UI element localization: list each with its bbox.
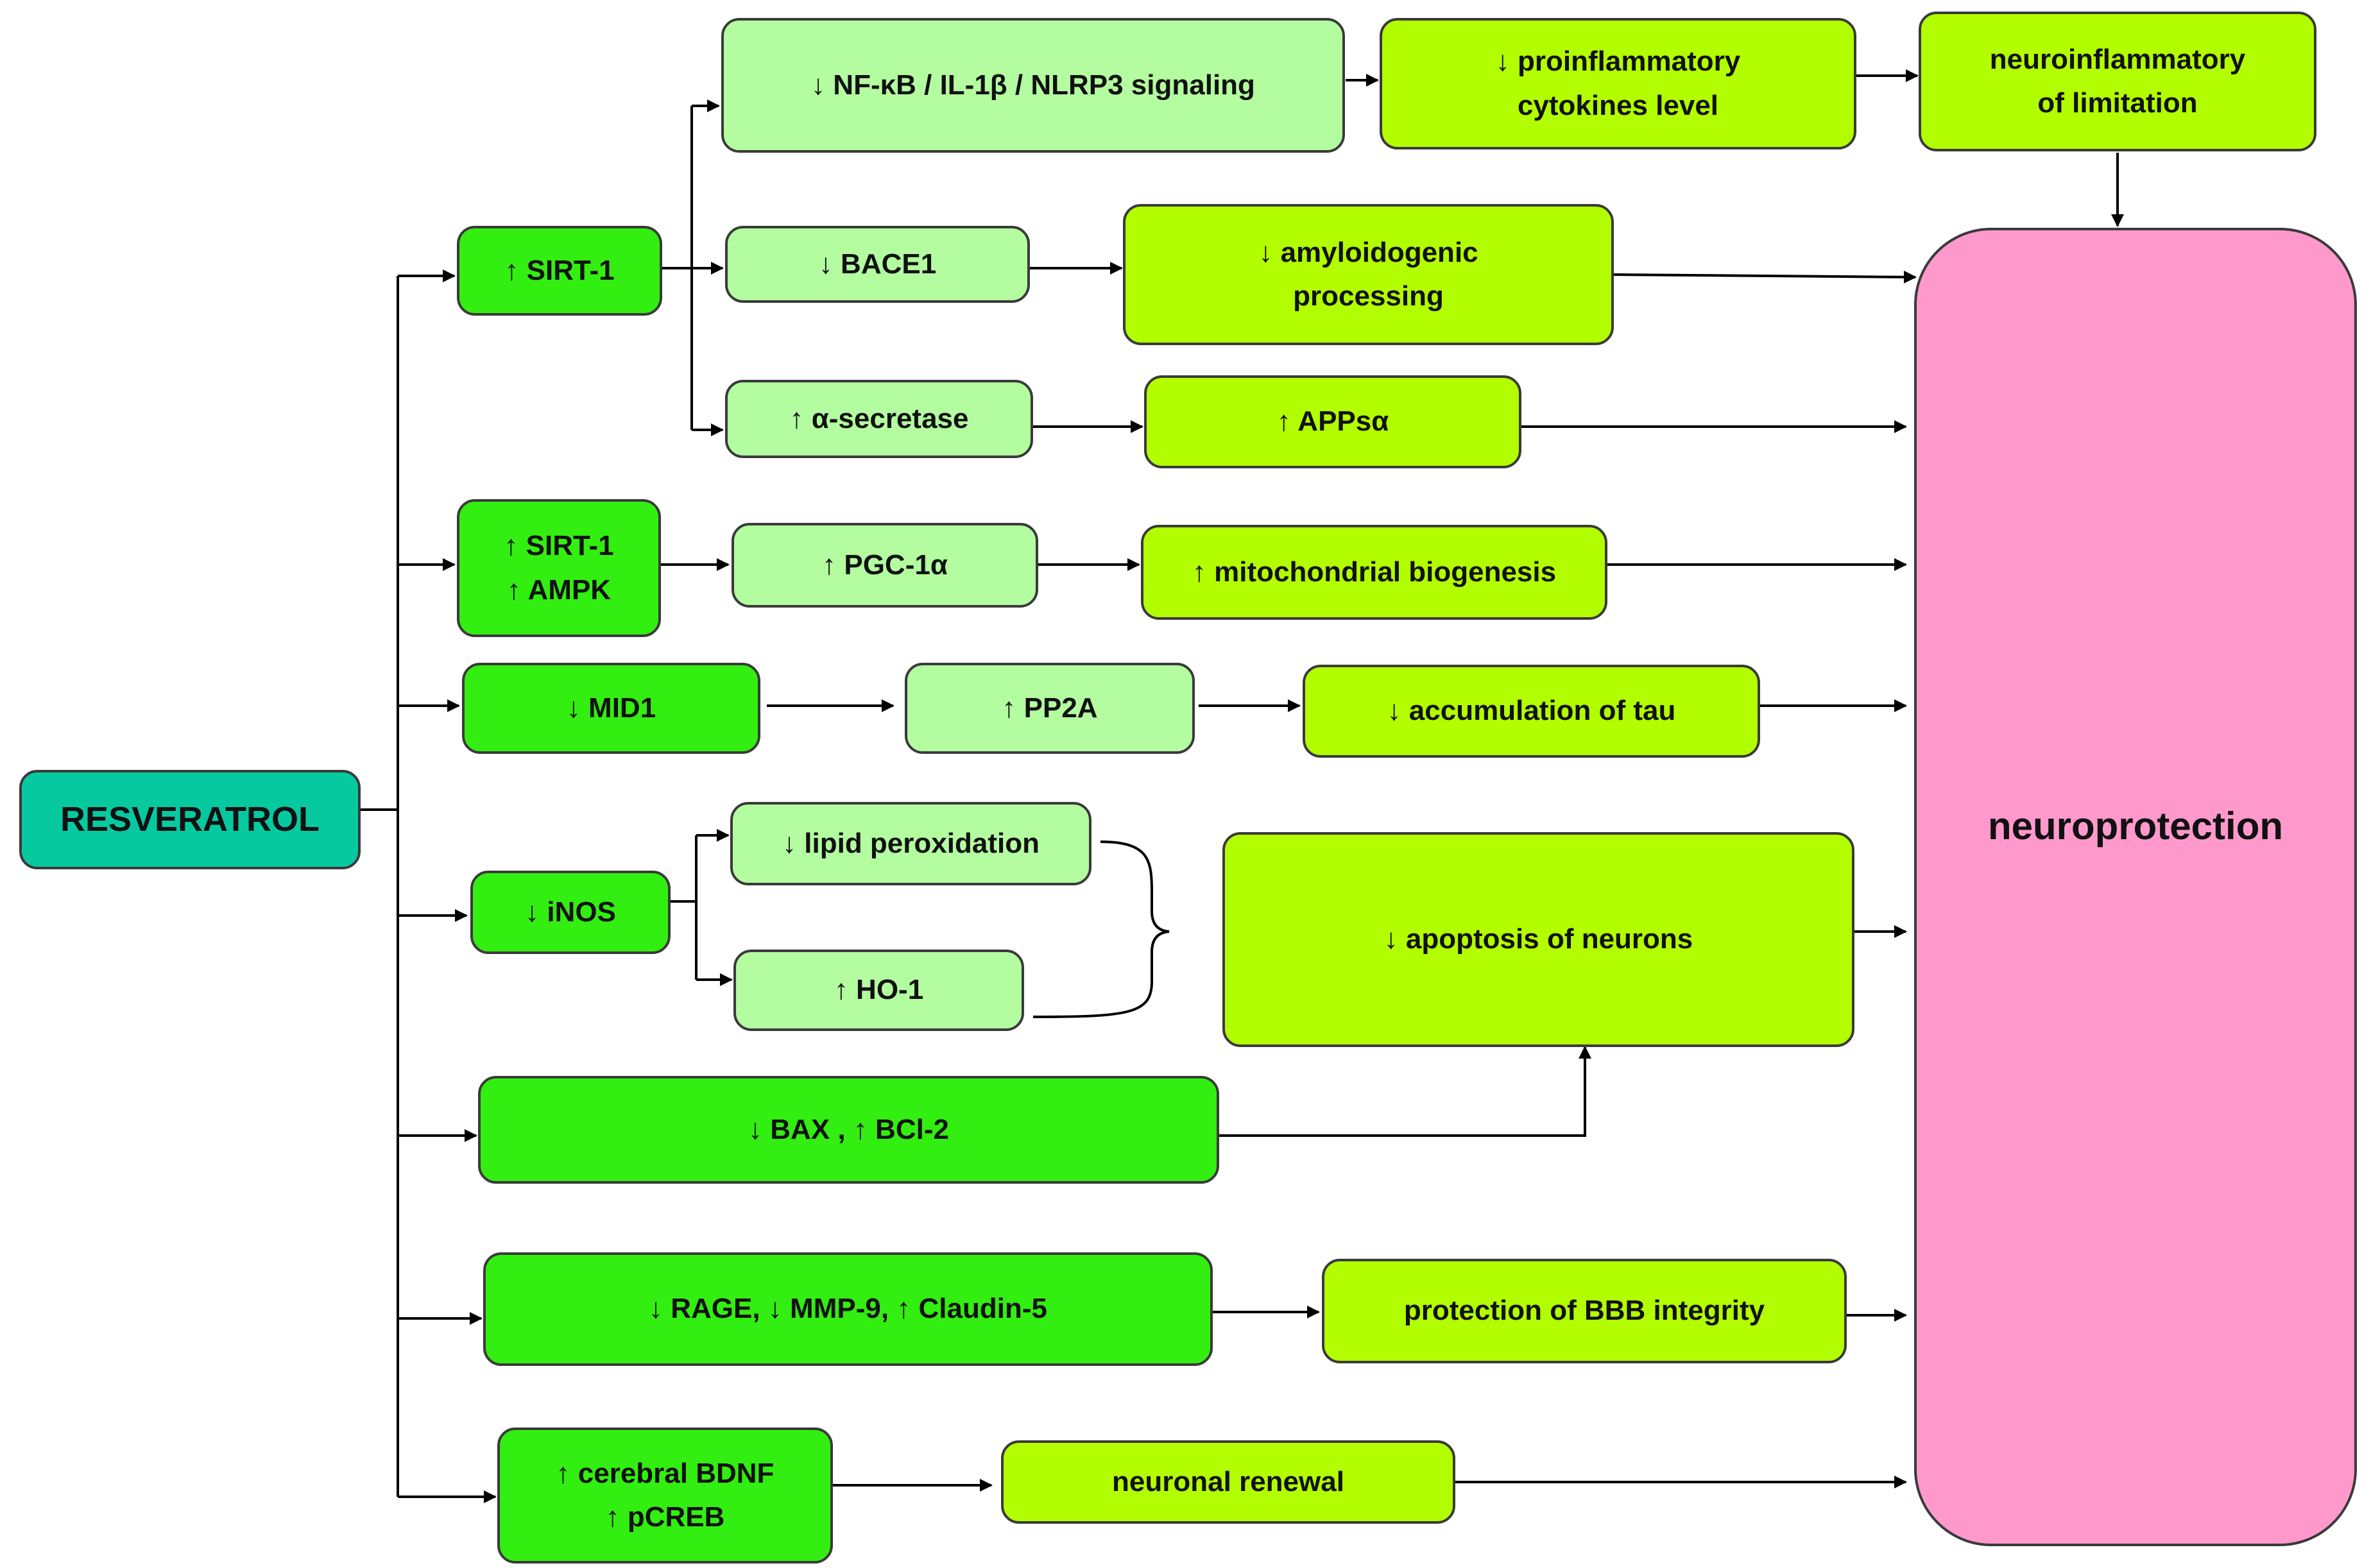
appsa-node: ↑ APPsα xyxy=(1144,375,1521,468)
sirt1-ampk-label-line1: ↑ SIRT-1 xyxy=(504,530,614,562)
neuroinflammatory-node: neuroinflammatory of limitation xyxy=(1919,12,2316,151)
sirt1-ampk-label-line2: ↑ AMPK xyxy=(506,574,612,606)
pgc1a-label: ↑ PGC-1α xyxy=(822,549,948,581)
cytokines-label-line1: ↓ proinflammatory xyxy=(1495,46,1741,78)
bdnf-label-line1: ↑ cerebral BDNF xyxy=(556,1457,775,1489)
ho1-node: ↑ HO-1 xyxy=(733,950,1024,1031)
alpha-secretase-node: ↑ α-secretase xyxy=(725,380,1033,458)
sirt1-label: ↑ SIRT-1 xyxy=(504,254,615,286)
bace1-node: ↓ BACE1 xyxy=(725,226,1030,303)
neuroprotection-node: neuroprotection xyxy=(1914,228,2357,1546)
tau-label: ↓ accumulation of tau xyxy=(1387,695,1676,727)
arrow-amyloid-to-neuroprotection xyxy=(1613,270,1917,284)
appsa-label: ↑ APPsα xyxy=(1276,405,1389,438)
apoptosis-node: ↓ apoptosis of neurons xyxy=(1222,832,1854,1047)
amyloidogenic-label-line1: ↓ amyloidogenic xyxy=(1258,236,1478,268)
inos-node: ↓ iNOS xyxy=(470,871,671,954)
bdnf-label-line2: ↑ pCREB xyxy=(605,1501,725,1533)
sirt1-ampk-node: ↑ SIRT-1 ↑ AMPK xyxy=(457,499,661,637)
tau-node: ↓ accumulation of tau xyxy=(1303,665,1760,758)
neuroinflammatory-label-line2: of limitation xyxy=(2037,87,2198,119)
neuroinflammatory-label-line1: neuroinflammatory xyxy=(1989,43,2246,75)
mid1-node: ↓ MID1 xyxy=(462,663,760,754)
cytokines-node: ↓ proinflammatory cytokines level xyxy=(1380,18,1856,149)
bbb-integrity-node: protection of BBB integrity xyxy=(1322,1259,1847,1363)
resveratrol-label: RESVERATROL xyxy=(60,799,320,839)
amyloidogenic-label-line2: processing xyxy=(1293,280,1444,312)
pp2a-node: ↑ PP2A xyxy=(905,663,1195,754)
bace1-label: ↓ BACE1 xyxy=(818,248,937,280)
bax-bcl2-node: ↓ BAX , ↑ BCl-2 xyxy=(478,1076,1219,1184)
apoptosis-label: ↓ apoptosis of neurons xyxy=(1383,923,1693,955)
sirt1-node: ↑ SIRT-1 xyxy=(457,226,662,316)
pgc1a-node: ↑ PGC-1α xyxy=(732,523,1038,608)
mid1-label: ↓ MID1 xyxy=(566,692,656,724)
bbb-integrity-label: protection of BBB integrity xyxy=(1403,1295,1765,1327)
neuroprotection-label: neuroprotection xyxy=(1988,805,2283,848)
mitochondrial-biogenesis-node: ↑ mitochondrial biogenesis xyxy=(1141,525,1607,620)
inos-label: ↓ iNOS xyxy=(525,896,616,928)
neuronal-renewal-node: neuronal renewal xyxy=(1001,1440,1455,1524)
amyloidogenic-node: ↓ amyloidogenic processing xyxy=(1123,204,1614,345)
lipid-peroxidation-label: ↓ lipid peroxidation xyxy=(782,827,1040,859)
alpha-secretase-label: ↑ α-secretase xyxy=(789,402,969,434)
ho1-label: ↑ HO-1 xyxy=(834,974,924,1006)
mitochondrial-biogenesis-label: ↑ mitochondrial biogenesis xyxy=(1192,556,1557,588)
cytokines-label-line2: cytokines level xyxy=(1517,89,1719,121)
bax-bcl2-label: ↓ BAX , ↑ BCl-2 xyxy=(748,1113,949,1145)
neuronal-renewal-label: neuronal renewal xyxy=(1112,1465,1344,1497)
bdnf-node: ↑ cerebral BDNF ↑ pCREB xyxy=(497,1427,833,1564)
brace xyxy=(1032,840,1170,1018)
nfkb-label: ↓ NF-κB / IL-1β / NLRP3 signaling xyxy=(811,69,1255,101)
pp2a-label: ↑ PP2A xyxy=(1002,692,1098,724)
nfkb-node: ↓ NF-κB / IL-1β / NLRP3 signaling xyxy=(721,18,1345,153)
rage-label: ↓ RAGE, ↓ MMP-9, ↑ Claudin-5 xyxy=(649,1293,1047,1325)
lipid-peroxidation-node: ↓ lipid peroxidation xyxy=(730,802,1091,885)
arrow-bax-to-apoptosis xyxy=(1219,1046,1591,1137)
resveratrol-node: RESVERATROL xyxy=(19,770,361,869)
rage-node: ↓ RAGE, ↓ MMP-9, ↑ Claudin-5 xyxy=(483,1252,1213,1366)
